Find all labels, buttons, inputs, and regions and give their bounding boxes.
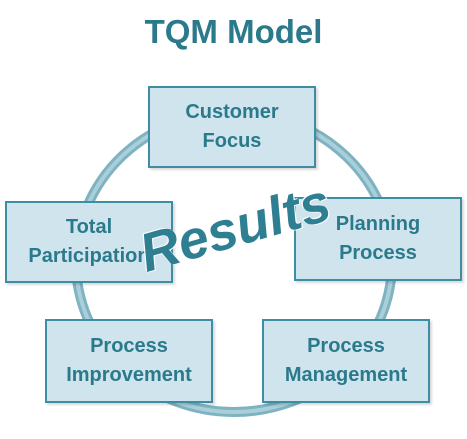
box-total-participation: Total Participation [5,201,173,283]
box-process-management-label: Process Management [284,335,408,386]
box-planning-process: Planning Process [294,197,462,281]
diagram-title: TQM Model [144,13,323,50]
box-customer-focus-label: Customer Focus [185,101,279,152]
box-process-improvement-label: Process Improvement [66,335,192,386]
box-customer-focus: Customer Focus [148,86,316,168]
box-process-improvement: Process Improvement [45,319,213,403]
box-planning-process-label: Planning Process [335,213,421,264]
box-total-participation-label: Total Participation [28,216,150,267]
box-process-management: Process Management [262,319,430,403]
